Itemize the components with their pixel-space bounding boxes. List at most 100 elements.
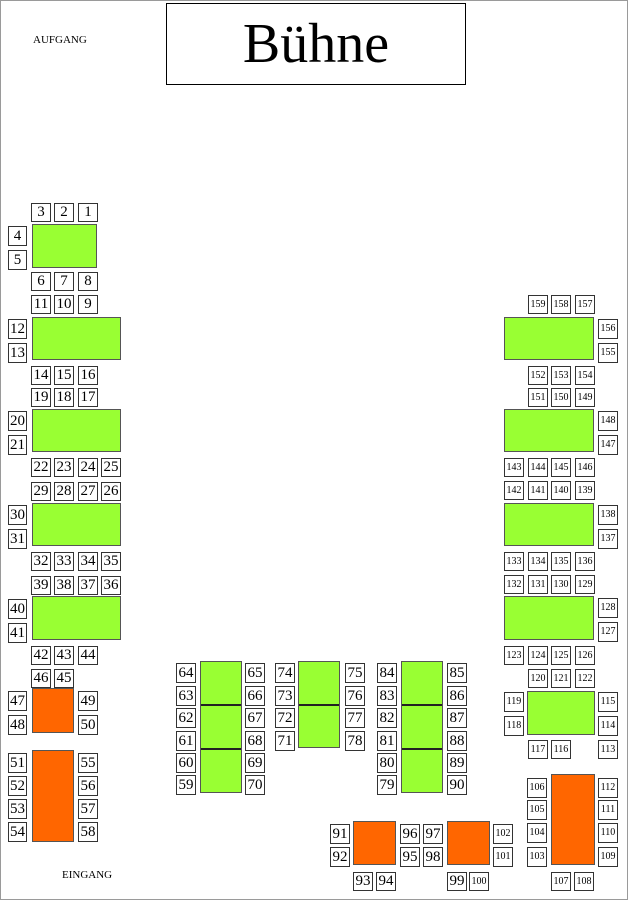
table-18[interactable] — [504, 317, 594, 360]
seat-78[interactable]: 78 — [345, 731, 365, 751]
seat-114[interactable]: 114 — [598, 716, 618, 736]
seat-48[interactable]: 48 — [8, 715, 27, 735]
table-9[interactable] — [298, 661, 340, 748]
table-4[interactable] — [32, 503, 121, 546]
seat-9[interactable]: 9 — [78, 295, 98, 314]
seat-56[interactable]: 56 — [78, 776, 98, 796]
seat-86[interactable]: 86 — [447, 686, 467, 706]
seat-150[interactable]: 150 — [551, 388, 571, 407]
seat-131[interactable]: 131 — [528, 575, 548, 594]
seat-5[interactable]: 5 — [8, 250, 27, 270]
seat-43[interactable]: 43 — [54, 646, 74, 665]
seat-31[interactable]: 31 — [8, 529, 27, 549]
seat-13[interactable]: 13 — [8, 343, 27, 363]
seat-81[interactable]: 81 — [377, 731, 397, 751]
seat-130[interactable]: 130 — [551, 575, 571, 594]
seat-73[interactable]: 73 — [275, 686, 295, 706]
table-5[interactable] — [32, 596, 121, 640]
seat-76[interactable]: 76 — [345, 686, 365, 706]
seat-38[interactable]: 38 — [54, 576, 74, 595]
seat-146[interactable]: 146 — [575, 458, 595, 477]
seat-69[interactable]: 69 — [245, 753, 265, 773]
table-12[interactable] — [447, 821, 490, 865]
seat-125[interactable]: 125 — [551, 646, 571, 665]
seat-21[interactable]: 21 — [8, 435, 27, 455]
seat-110[interactable]: 110 — [598, 823, 618, 843]
seat-142[interactable]: 142 — [504, 481, 524, 500]
seat-153[interactable]: 153 — [551, 366, 571, 385]
seat-51[interactable]: 51 — [8, 753, 27, 773]
seat-157[interactable]: 157 — [575, 295, 595, 314]
seat-42[interactable]: 42 — [31, 646, 51, 665]
table-17[interactable] — [504, 409, 594, 452]
seat-144[interactable]: 144 — [528, 458, 548, 477]
table-10[interactable] — [401, 661, 443, 793]
seat-143[interactable]: 143 — [504, 458, 524, 477]
seat-22[interactable]: 22 — [31, 458, 51, 477]
seat-49[interactable]: 49 — [78, 691, 98, 711]
seat-126[interactable]: 126 — [575, 646, 595, 665]
seat-68[interactable]: 68 — [245, 731, 265, 751]
seat-158[interactable]: 158 — [551, 295, 571, 314]
seat-98[interactable]: 98 — [423, 847, 443, 867]
seat-6[interactable]: 6 — [31, 272, 51, 291]
seat-137[interactable]: 137 — [598, 529, 618, 549]
seat-87[interactable]: 87 — [447, 708, 467, 728]
seat-109[interactable]: 109 — [598, 847, 618, 867]
seat-11[interactable]: 11 — [31, 295, 51, 314]
seat-104[interactable]: 104 — [527, 823, 547, 843]
seat-107[interactable]: 107 — [551, 872, 571, 891]
table-7[interactable] — [32, 750, 74, 842]
seat-28[interactable]: 28 — [54, 482, 74, 501]
seat-90[interactable]: 90 — [447, 775, 467, 795]
seat-149[interactable]: 149 — [575, 388, 595, 407]
seat-27[interactable]: 27 — [78, 482, 98, 501]
seat-106[interactable]: 106 — [527, 778, 547, 798]
seat-148[interactable]: 148 — [598, 411, 618, 431]
seat-36[interactable]: 36 — [101, 576, 121, 595]
seat-121[interactable]: 121 — [551, 669, 571, 688]
seat-85[interactable]: 85 — [447, 663, 467, 683]
seat-52[interactable]: 52 — [8, 776, 27, 796]
seat-134[interactable]: 134 — [528, 552, 548, 571]
seat-26[interactable]: 26 — [101, 482, 121, 501]
seat-60[interactable]: 60 — [176, 753, 196, 773]
seat-71[interactable]: 71 — [275, 731, 295, 751]
seat-101[interactable]: 101 — [493, 847, 513, 867]
seat-139[interactable]: 139 — [575, 481, 595, 500]
seat-35[interactable]: 35 — [101, 552, 121, 571]
seat-108[interactable]: 108 — [574, 872, 594, 891]
seat-93[interactable]: 93 — [353, 872, 373, 891]
seat-17[interactable]: 17 — [78, 388, 98, 407]
seat-152[interactable]: 152 — [528, 366, 548, 385]
seat-30[interactable]: 30 — [8, 505, 27, 525]
seat-124[interactable]: 124 — [528, 646, 548, 665]
seat-145[interactable]: 145 — [551, 458, 571, 477]
seat-59[interactable]: 59 — [176, 775, 196, 795]
seat-96[interactable]: 96 — [400, 824, 420, 844]
seat-58[interactable]: 58 — [78, 822, 98, 842]
seat-154[interactable]: 154 — [575, 366, 595, 385]
table-8[interactable] — [200, 661, 242, 793]
seat-119[interactable]: 119 — [504, 692, 524, 712]
seat-116[interactable]: 116 — [551, 740, 571, 759]
seat-133[interactable]: 133 — [504, 552, 524, 571]
seat-155[interactable]: 155 — [598, 343, 618, 363]
seat-141[interactable]: 141 — [528, 481, 548, 500]
seat-132[interactable]: 132 — [504, 575, 524, 594]
seat-159[interactable]: 159 — [528, 295, 548, 314]
seat-79[interactable]: 79 — [377, 775, 397, 795]
seat-91[interactable]: 91 — [330, 824, 350, 844]
seat-128[interactable]: 128 — [598, 598, 618, 618]
seat-50[interactable]: 50 — [78, 715, 98, 735]
seat-102[interactable]: 102 — [493, 824, 513, 844]
seat-111[interactable]: 111 — [598, 800, 618, 820]
table-6[interactable] — [32, 688, 74, 733]
seat-40[interactable]: 40 — [8, 599, 27, 619]
seat-10[interactable]: 10 — [54, 295, 74, 314]
seat-103[interactable]: 103 — [527, 847, 547, 867]
seat-100[interactable]: 100 — [469, 872, 489, 891]
seat-53[interactable]: 53 — [8, 799, 27, 819]
seat-23[interactable]: 23 — [54, 458, 74, 477]
seat-94[interactable]: 94 — [376, 872, 396, 891]
